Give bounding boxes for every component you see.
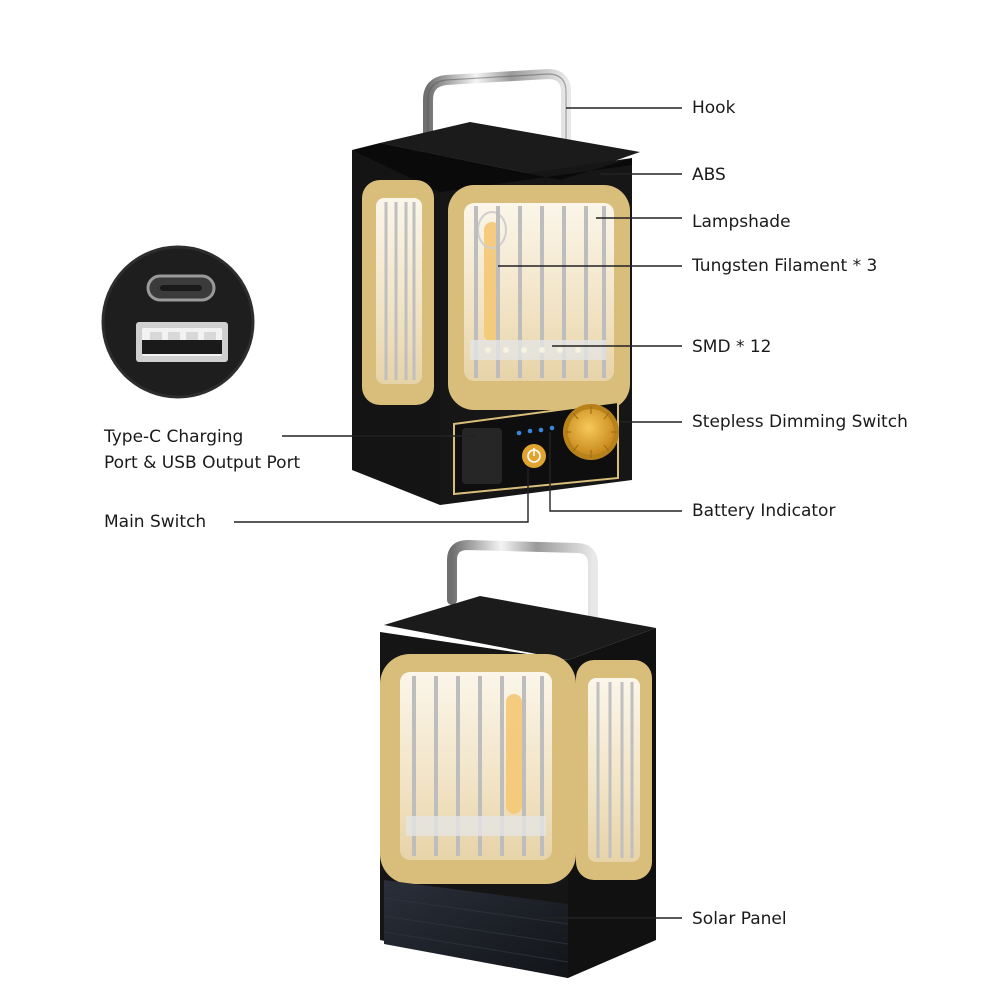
leader-main-switch [234,468,529,523]
label-lampshade: Lampshade [692,212,791,232]
label-solar-panel: Solar Panel [692,909,787,929]
bottom-lantern [380,539,656,978]
label-smd: SMD * 12 [692,337,772,357]
label-type-c-port: Type-C Charging Port & USB Output Port [104,424,300,476]
stepless-dimming-knob[interactable] [563,404,619,460]
label-hook: Hook [692,98,736,118]
battery-indicator-leds [516,425,555,436]
label-stepless-dimming-switch: Stepless Dimming Switch [692,412,908,432]
leader-lines [234,107,682,919]
label-type-c-line2: Port & USB Output Port [104,453,301,473]
top-lantern [352,68,640,505]
label-battery-indicator: Battery Indicator [692,501,836,521]
usb-port-closeup-icon [101,245,255,399]
bottom-handle [447,539,598,625]
leader-battery [549,432,682,512]
label-type-c-line1: Type-C Charging [104,427,244,447]
smd-led-base [470,340,606,360]
label-main-switch: Main Switch [104,512,207,532]
label-tungsten-filament: Tungsten Filament * 3 [692,256,878,276]
charging-port-cover [462,428,502,484]
label-abs: ABS [692,165,726,185]
top-cap [380,122,640,180]
